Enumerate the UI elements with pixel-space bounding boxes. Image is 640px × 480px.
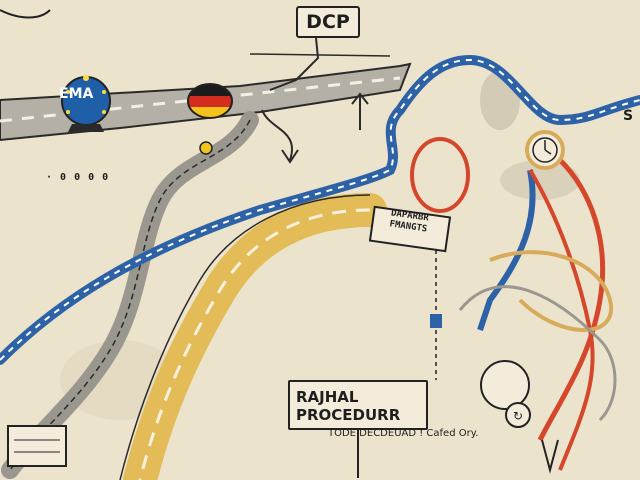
eu-flag-icon <box>61 75 111 132</box>
red-route <box>537 158 606 442</box>
down-arrow-icon <box>541 439 559 474</box>
blue-branch <box>477 169 536 331</box>
blue-marker <box>430 314 442 328</box>
german-flag-icon <box>187 83 233 119</box>
sign-board <box>368 205 452 253</box>
yellow-route-dashes <box>138 208 371 480</box>
procedure-note: TODE DECDEUAD ! Cafed Ory. <box>328 428 479 439</box>
yellow-dot-icon <box>199 141 213 155</box>
ema-label: EMA <box>59 86 94 102</box>
highway-edge-line <box>249 53 391 57</box>
tan-loop-route <box>489 250 614 332</box>
up-arrow-icon <box>351 92 369 130</box>
red-route-secondary <box>528 168 595 471</box>
building-icon: ↻ <box>480 360 531 428</box>
procedure-box: RAJHAL PROCEDURR <box>288 380 428 430</box>
corner-scribble <box>0 9 51 19</box>
procedure-title-line2: PROCEDURR <box>296 406 401 424</box>
bottom-left-building-icon <box>7 425 67 467</box>
right-edge-label: S <box>623 108 634 124</box>
red-loop <box>410 137 470 213</box>
curved-down-arrow <box>261 109 293 161</box>
arrow-icon <box>281 149 299 164</box>
svg-text:↻: ↻ <box>513 409 523 423</box>
grey-loop-route <box>458 285 617 422</box>
dcp-pointer <box>269 37 320 91</box>
small-marks-text: · 0 0 0 0 <box>46 172 110 183</box>
grey-branch-outline <box>9 119 251 471</box>
dcp-label-box: DCP <box>296 6 360 38</box>
yellow-route <box>123 193 387 480</box>
blue-route-dashes <box>0 58 640 361</box>
clock-icon <box>525 130 565 170</box>
procedure-title-line1: RAJHAL <box>296 388 359 406</box>
yellow-route-edge <box>119 194 371 480</box>
